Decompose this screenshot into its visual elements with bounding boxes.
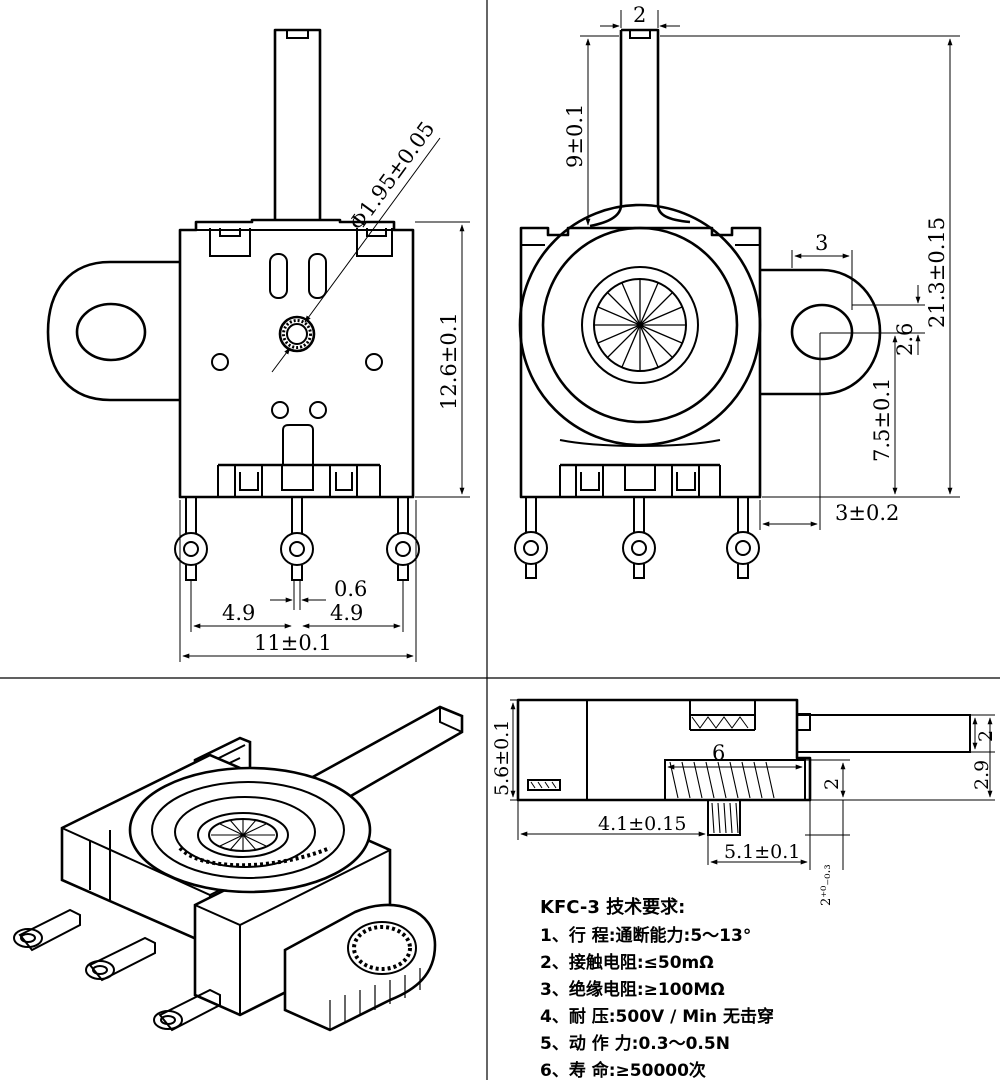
spec-label: 6、寿 命: (540, 1061, 616, 1081)
dim-tab-width: 3 (815, 231, 828, 255)
dim-shaft-offset: 4.1±0.15 (598, 813, 686, 835)
spec-value: 0.3～0.5N (638, 1034, 730, 1054)
spec-label: 3、绝缘电阻: (540, 980, 644, 1000)
dim-knob-width: 6 (712, 741, 725, 765)
spec-title: KFC-3 技术要求: (540, 897, 686, 918)
spec-label: 5、动 作 力: (540, 1034, 639, 1054)
front-view: Φ1.95±0.05 12.6±0.1 0.6 4.9 4.9 11±0.1 (46, 28, 470, 662)
dim-tab-total: 2.9 (971, 760, 993, 790)
dim-shaft-width: 2 (633, 3, 646, 27)
spec-value: 500V / Min 无击穿 (615, 1007, 775, 1027)
dim-shaft-extent: 5.1±0.1 (724, 841, 800, 863)
spec-row: 5、动 作 力:0.3～0.5N (540, 1031, 980, 1058)
dim-shaft-length: 9±0.1 (563, 104, 587, 168)
dim-hole-offset: 2.6 (893, 323, 917, 356)
dim-pitch-right: 4.9 (330, 601, 363, 625)
dim-body-thickness: 5.6±0.1 (491, 720, 513, 796)
spec-row: 3、绝缘电阻:≥100MΩ (540, 977, 980, 1004)
spec-label: 2、接触电阻: (540, 953, 644, 973)
spec-value: ≤50mΩ (643, 953, 714, 973)
spec-label: 1、行 程: (540, 926, 616, 946)
dim-tab-thickness: 2 (975, 730, 997, 742)
dim-pitch-left: 4.9 (222, 601, 255, 625)
side-view: 5.6±0.1 6 2 2.9 2 4.1±0.15 5.1±0.1 2⁺⁰₋₀… (491, 698, 997, 906)
spec-value: 通断能力:5～13° (615, 926, 752, 946)
dim-knob-height: 2 (821, 778, 843, 790)
spec-value: ≥50000次 (615, 1061, 706, 1081)
dim-body-height: 12.6±0.1 (437, 312, 461, 410)
dim-pin-width: 0.6 (334, 577, 367, 601)
spec-table: KFC-3 技术要求: 1、行 程:通断能力:5～13° 2、接触电阻:≤50m… (540, 893, 980, 1085)
isometric-view (13, 705, 464, 1032)
dim-pin-offset: 3±0.2 (835, 501, 899, 525)
spec-label: 4、耐 压: (540, 1007, 616, 1027)
dim-hole-height: 7.5±0.1 (870, 378, 894, 462)
spec-row: 4、耐 压:500V / Min 无击穿 (540, 1004, 980, 1031)
dim-overall-height: 21.3±0.15 (925, 217, 949, 328)
knurl-star (594, 279, 686, 371)
dim-total-width: 11±0.1 (254, 631, 332, 655)
dim-tolerance: 2⁺⁰₋₀.₃ (819, 864, 834, 906)
spec-row: 2、接触电阻:≤50mΩ (540, 950, 980, 977)
spec-value: ≥100MΩ (643, 980, 725, 1000)
spec-row: 6、寿 命:≥50000次 (540, 1058, 980, 1085)
spec-row: 1、行 程:通断能力:5～13° (540, 923, 980, 950)
dim-shaft-diameter: Φ1.95±0.05 (345, 117, 440, 235)
back-view: 2 9±0.1 21.3±0.15 3 2.6 7.5±0.1 3±0.2 (514, 3, 960, 579)
